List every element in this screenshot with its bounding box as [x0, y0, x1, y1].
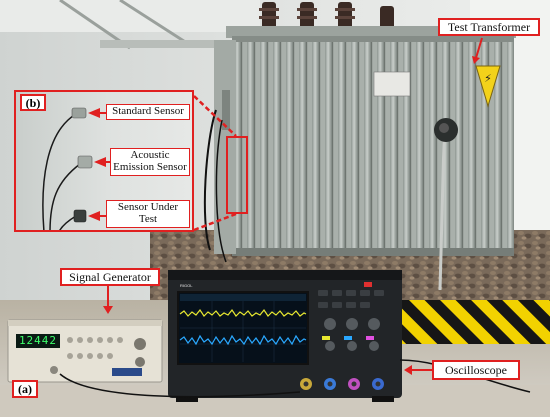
arrow-icon: [88, 108, 100, 118]
arrow-icon: [404, 365, 432, 375]
acoustic-emission-sensor-label: Acoustic Emission Sensor: [110, 148, 190, 176]
arrow-icon: [472, 37, 483, 64]
signal-generator-label: Signal Generator: [60, 268, 160, 286]
sensor-under-test-line1: Sensor Under: [117, 201, 179, 213]
arrow-icon: [103, 286, 113, 314]
acoustic-label-line2: Emission Sensor: [113, 161, 187, 173]
standard-sensor-label: Standard Sensor: [106, 104, 190, 120]
oscilloscope-brand: RIGOL: [180, 283, 193, 288]
sensor-under-test-label: Sensor Under Test: [106, 200, 190, 228]
yellow-trace: [179, 308, 307, 317]
inset-photo-illustration: [42, 107, 112, 230]
blue-trace: [179, 334, 307, 346]
generator-display: 12442: [16, 334, 60, 348]
arrow-icon: [94, 157, 106, 167]
sensor-under-test-line2: Test: [138, 213, 158, 225]
inset-tag: (b): [20, 94, 46, 111]
sensor-location-highlight: [226, 136, 248, 214]
acoustic-label-line1: Acoustic: [130, 149, 170, 161]
warning-sign-icon: [475, 65, 501, 108]
test-transformer-label: Test Transformer: [438, 18, 540, 36]
panel-a-tag: (a): [12, 380, 38, 398]
arrow-icon: [88, 211, 100, 221]
svg-text:⚡: ⚡: [484, 72, 492, 85]
oscilloscope-label: Oscilloscope: [432, 360, 520, 380]
